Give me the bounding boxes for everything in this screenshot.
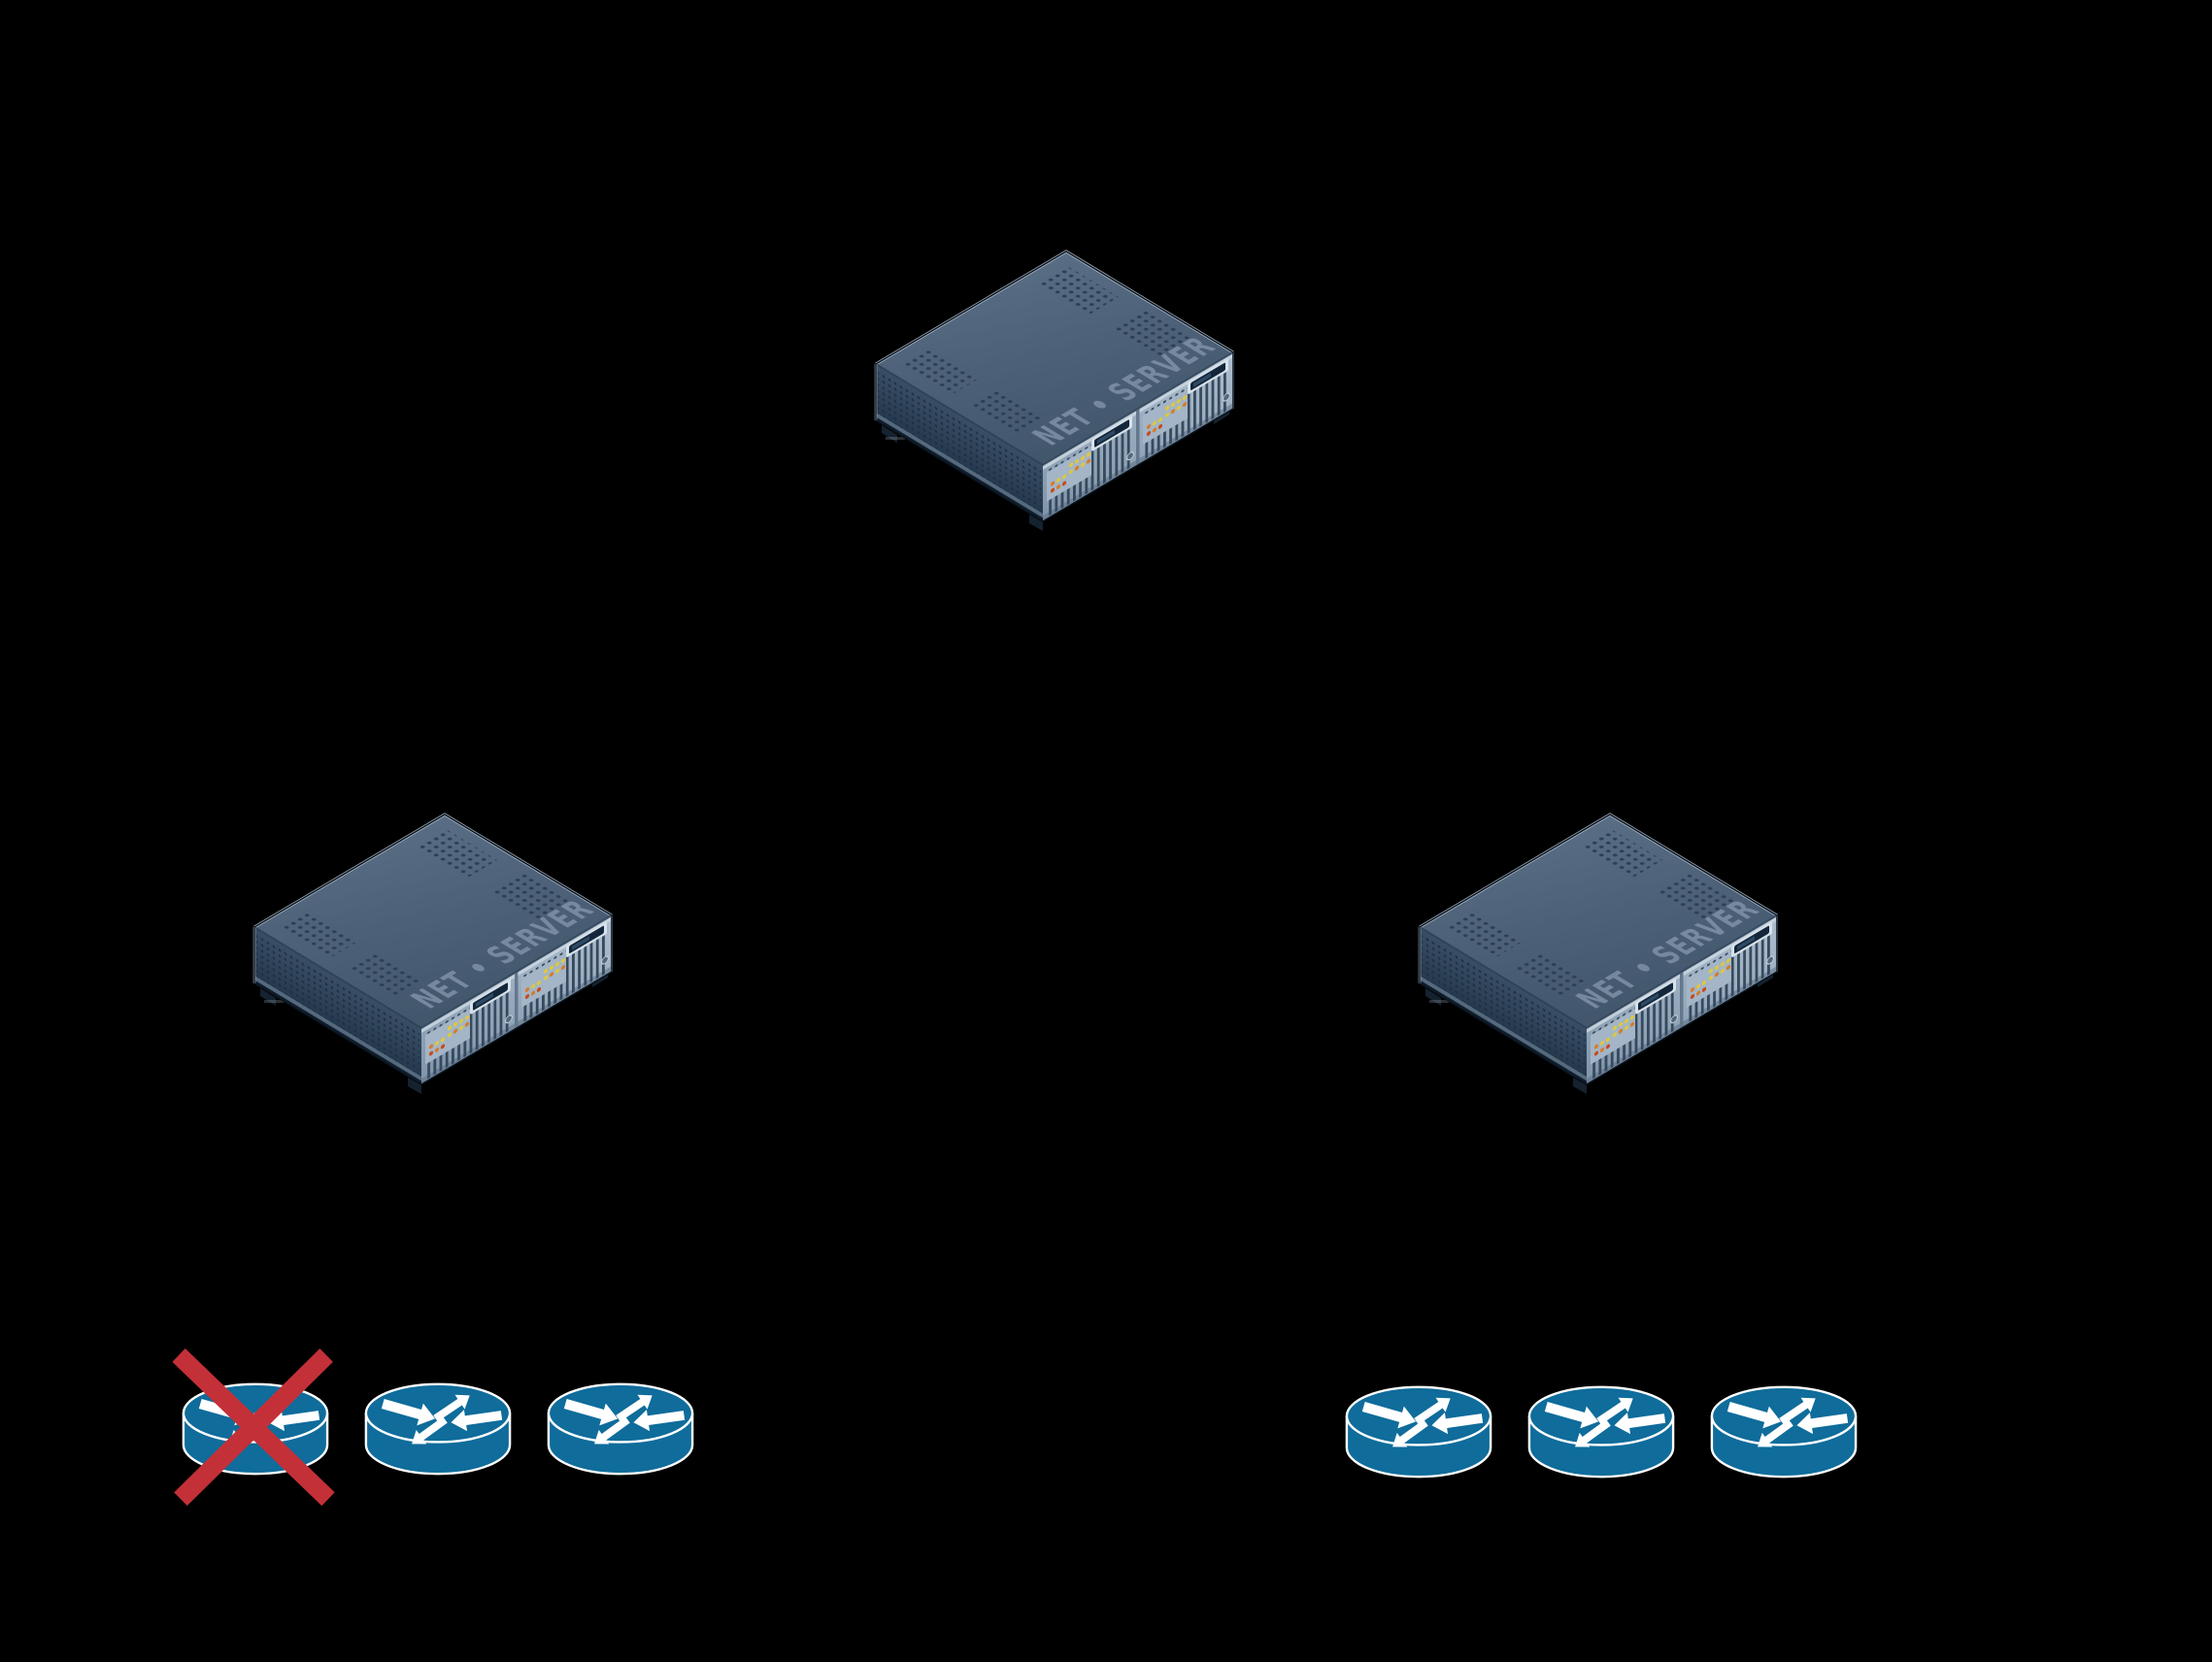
drive-slot [1635, 979, 1676, 1014]
bay-divider [1680, 972, 1684, 1029]
screw [601, 955, 609, 965]
vent-patch [968, 387, 1048, 436]
screw [505, 1014, 513, 1024]
drive-slot [1731, 921, 1772, 957]
server-left-face [876, 364, 1043, 522]
server-front-detail [1043, 352, 1233, 521]
bay-divider [515, 972, 519, 1029]
drive-slot [566, 921, 607, 957]
silhouette-outline [875, 250, 1234, 522]
server-front-detail [421, 915, 612, 1084]
drive-slot [1091, 416, 1132, 451]
router-right-1 [1345, 1385, 1492, 1479]
silhouette-outline [1419, 814, 1778, 1085]
router-right-2 [1527, 1385, 1675, 1479]
server-left-face [254, 927, 421, 1085]
vent-patch [280, 910, 359, 958]
server-left: NET • SERVER [252, 813, 613, 1094]
server-top: NET • SERVER [874, 249, 1234, 531]
vent-patch [1445, 910, 1525, 958]
screw [1126, 451, 1134, 461]
router-left-1 [172, 1348, 335, 1507]
vent-patch [1512, 950, 1592, 999]
bay-divider [1136, 409, 1140, 466]
screw [1670, 1014, 1678, 1024]
server-top-face [876, 251, 1233, 465]
vent-patch [1113, 310, 1192, 358]
front-rim [253, 914, 613, 1030]
led-cluster [428, 1014, 470, 1056]
vent-patch [347, 950, 426, 999]
front-rim [1419, 914, 1778, 1030]
led-cluster [1593, 1014, 1635, 1056]
crossout-x-icon [172, 1348, 335, 1507]
front-rim [875, 351, 1234, 467]
vent-patch [901, 347, 981, 395]
server-right: NET • SERVER [1418, 813, 1778, 1094]
screw [1223, 392, 1230, 402]
led-cluster [1050, 451, 1091, 493]
vent-patch [1581, 829, 1662, 879]
router-body [1527, 1385, 1675, 1479]
server-top-face [1420, 814, 1777, 1028]
led-cluster [1146, 395, 1188, 436]
screw [1766, 955, 1774, 965]
router-left-2 [364, 1382, 512, 1476]
drive-slot [1188, 358, 1228, 394]
server-front-detail [1587, 915, 1777, 1084]
server-top-face [254, 814, 612, 1028]
vent-patch [1037, 266, 1119, 316]
led-cluster [524, 958, 566, 999]
router-left-3 [547, 1382, 694, 1476]
drive-slot [470, 979, 511, 1014]
led-cluster [1690, 958, 1731, 999]
vent-patch [491, 873, 571, 921]
router-right-3 [1710, 1385, 1858, 1479]
vent-patch [1657, 873, 1736, 921]
silhouette-outline [253, 814, 613, 1085]
vent-patch [416, 829, 497, 879]
